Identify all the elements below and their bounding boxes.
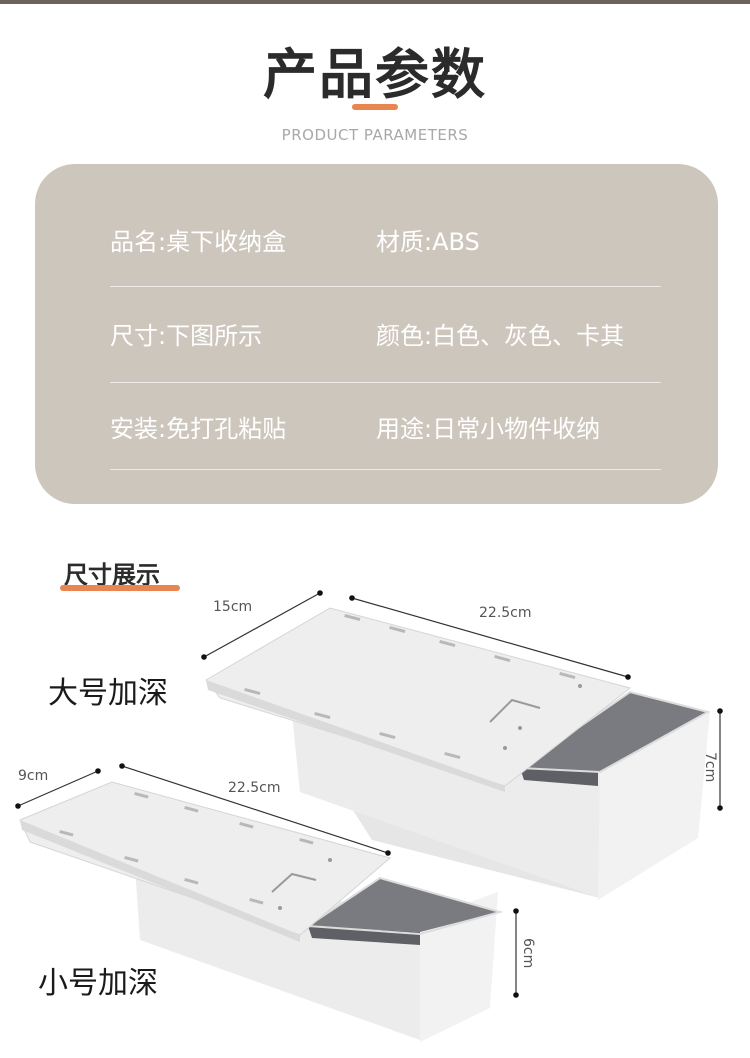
large-drawer-illustration xyxy=(205,607,711,900)
small-height-dimension: 6cm xyxy=(520,938,536,969)
small-size-label: 小号加深 xyxy=(38,966,158,1001)
size-title-underline xyxy=(60,585,180,591)
param-installation: 安装:免打孔粘贴 xyxy=(110,415,287,443)
small-length-dimension: 22.5cm xyxy=(228,780,281,796)
page-title: 产品参数 xyxy=(263,43,487,106)
size-section-title: 尺寸展示 xyxy=(64,561,160,589)
param-divider xyxy=(110,286,661,287)
param-usage: 用途:日常小物件收纳 xyxy=(376,415,601,443)
large-length-dimension: 22.5cm xyxy=(479,605,532,621)
param-divider xyxy=(110,469,661,470)
param-size: 尺寸:下图所示 xyxy=(110,322,263,350)
large-size-label: 大号加深 xyxy=(48,676,168,711)
top-border-line xyxy=(0,0,750,4)
large-height-dimension: 7cm xyxy=(702,752,718,783)
small-width-dimension: 9cm xyxy=(18,768,49,784)
param-product-name: 品名:桌下收纳盒 xyxy=(110,228,287,256)
title-accent-bar xyxy=(352,104,398,110)
large-width-dimension: 15cm xyxy=(213,599,253,615)
page-subtitle: PRODUCT PARAMETERS xyxy=(281,126,469,144)
param-color: 颜色:白色、灰色、卡其 xyxy=(376,322,625,350)
parameters-panel xyxy=(35,164,718,504)
param-divider xyxy=(110,382,661,383)
param-material: 材质:ABS xyxy=(376,228,480,256)
small-drawer-illustration xyxy=(19,781,504,1042)
